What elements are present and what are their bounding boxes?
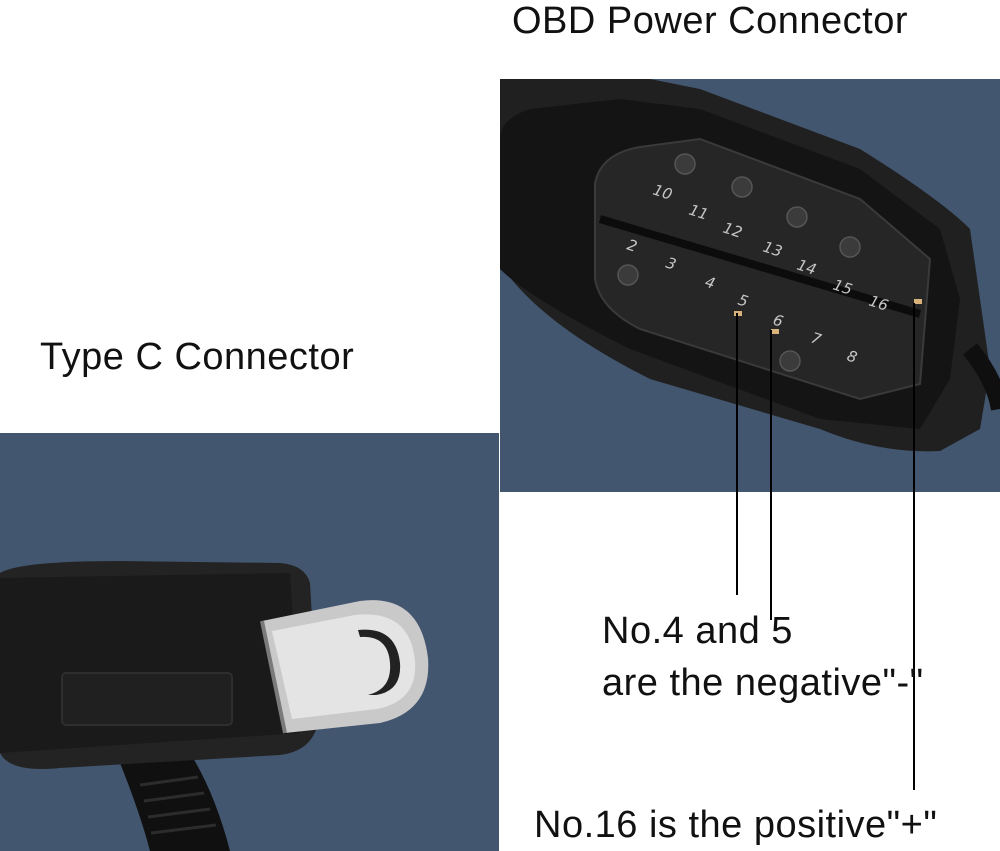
pin-label-15: 15 — [831, 276, 855, 299]
pin-label-14: 14 — [795, 256, 819, 279]
pin-label-13: 13 — [761, 238, 785, 261]
pin-label-12: 12 — [721, 219, 745, 242]
pin-label-16: 16 — [867, 292, 891, 315]
obd-connector-title: OBD Power Connector — [512, 0, 908, 42]
type-c-connector-title: Type C Connector — [40, 336, 355, 378]
obd-connector-photo: 10 11 12 13 14 15 16 2 3 4 5 6 7 8 — [500, 79, 1000, 492]
type-c-connector-photo — [0, 433, 499, 851]
negative-pins-note-line1: No.4 and 5 — [602, 610, 793, 652]
negative-pins-note-line2: are the negative"-" — [602, 662, 924, 704]
pin-label-10: 10 — [651, 181, 675, 204]
pin-label-11: 11 — [687, 201, 711, 224]
positive-pin-note: No.16 is the positive"+" — [534, 804, 938, 846]
